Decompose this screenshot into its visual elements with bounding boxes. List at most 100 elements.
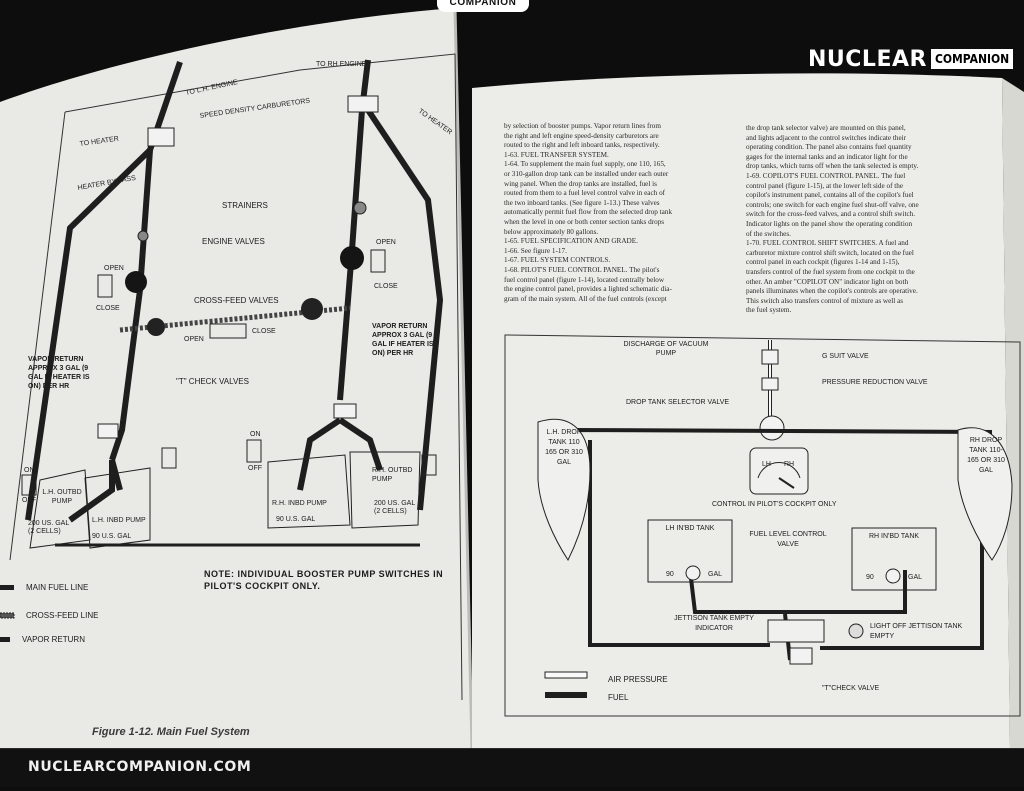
rh-drop-tank xyxy=(957,427,1013,561)
drop-tank-selector-valve xyxy=(759,415,785,441)
label-lh-90gal: 90 U.S. GAL xyxy=(92,533,131,540)
label-pressure-reduction: PRESSURE REDUCTION VALVE xyxy=(822,379,928,386)
text-line: when the level in one or both center sec… xyxy=(504,217,665,226)
lh-engine-switch xyxy=(97,274,113,298)
rh-engine-switch xyxy=(370,249,386,273)
gauge-arc xyxy=(757,462,801,479)
lh-strainer xyxy=(137,230,149,242)
rh-drop-label-box: RH DROP TANK 110- 165 OR 310 GAL xyxy=(967,437,1005,474)
t-check-valve-right xyxy=(789,647,813,665)
label-rh-close: CLOSE xyxy=(374,283,398,290)
lh-inbd-tank xyxy=(84,467,151,549)
top-watermark-tab: COMPANION xyxy=(437,0,529,12)
text-line: 1-63. FUEL TRANSFER SYSTEM. xyxy=(504,150,609,159)
label-control-cockpit: CONTROL IN PILOT'S COCKPIT ONLY xyxy=(712,501,837,508)
text-line: 1-64. To supplement the main fuel supply… xyxy=(504,160,666,169)
jettison-indicator xyxy=(767,619,825,643)
label-fuel-level-valve: FUEL LEVEL CONTROL VALVE xyxy=(749,531,827,548)
label-rh-open: OPEN xyxy=(376,239,396,246)
jettison-label-box: JETTISON TANK EMPTY INDICATOR xyxy=(674,615,754,632)
legend-swatch-fuel xyxy=(545,692,587,698)
gauge-rh-label: RH xyxy=(784,461,794,468)
main-fuel-lines xyxy=(25,59,444,523)
text-line: transfers control of the fuel system fro… xyxy=(746,267,915,276)
label-rh-inbd-pump: R.H. INBD PUMP xyxy=(272,500,327,507)
label-lh-inbd-tank: LH IN'BD TANK xyxy=(665,525,715,532)
text-line: drop tanks, which turns off when the tan… xyxy=(746,162,919,171)
lh-engine-valve xyxy=(125,271,147,293)
text-line: by selection of booster pumps. Vapor ret… xyxy=(504,122,661,130)
right-page xyxy=(472,73,1010,748)
rh-inbd-label-box: RH IN'BD TANK xyxy=(869,533,919,540)
label-discharge: DISCHARGE OF VACUUM PUMP xyxy=(623,341,709,357)
text-line: the fuel system. xyxy=(746,306,792,315)
lh-drop-tank xyxy=(537,418,591,562)
lh-inbd-switch xyxy=(161,447,177,469)
label-vapor-return-right: VAPOR RETURN APPROX 3 GAL (9 GAL IF HEAT… xyxy=(372,323,434,357)
label-rh-90: 90 xyxy=(866,574,874,581)
text-line: routed from them to a fuel level control… xyxy=(504,189,666,198)
text-line: the right and left engine speed-density … xyxy=(504,131,659,140)
lh-drop-label-box: L.H. DROP TANK 110 165 OR 310 GAL xyxy=(545,429,583,466)
text-line: This switch also transfers control of mi… xyxy=(746,296,904,305)
text-line: routed to the right and left inboard tan… xyxy=(504,141,660,150)
text-line: automatically permit fuel flow from the … xyxy=(504,208,673,217)
text-line: 1-66. See figure 1-17. xyxy=(504,246,567,255)
brand-logo: NUCLEAR COMPANION xyxy=(808,44,1014,74)
text-line: 1-67. FUEL SYSTEM CONTROLS. xyxy=(504,256,611,265)
label-lh-200gal: 200 US. GAL (2 CELLS) xyxy=(28,520,69,535)
text-line: and lights adjacent to the control switc… xyxy=(746,133,907,142)
lh-outbd-switch xyxy=(21,474,37,496)
text-line: carburetor mixture control shift switch,… xyxy=(746,248,914,257)
label-crossfeed-open: OPEN xyxy=(184,336,204,343)
rh-inbd-tank-right xyxy=(851,527,937,591)
fuel-gauge xyxy=(749,447,809,495)
label-crossfeed-close: CLOSE xyxy=(252,328,276,335)
legend-swatch-vapor xyxy=(0,637,10,642)
text-line: of the switches. xyxy=(746,229,791,238)
label-lh-off: OFF xyxy=(22,497,36,504)
text-line: switch for the cross-feed valves, and a … xyxy=(746,210,916,219)
legend-label-fuel: FUEL xyxy=(608,693,629,702)
label-strainers: STRAINERS xyxy=(222,201,268,210)
page-edges xyxy=(1002,78,1024,748)
text-line: 1-68. PILOT'S FUEL CONTROL PANEL. The pi… xyxy=(504,265,660,274)
discharge-box: DISCHARGE OF VACUUM PUMP xyxy=(623,341,709,357)
label-note: NOTE: INDIVIDUAL BOOSTER PUMP SWITCHES I… xyxy=(204,569,444,591)
text-line: controls; one switch for each engine fue… xyxy=(746,200,919,209)
text-line: other. An amber "COPILOT ON" indicator l… xyxy=(746,277,909,286)
label-to-rh-engine: TO RH ENGINE xyxy=(316,61,367,68)
rh-t-check-valve xyxy=(333,403,357,419)
light-off-indicator xyxy=(848,623,864,639)
crossfeed-valve-right xyxy=(301,298,323,320)
label-t-check-valve: "T"CHECK VALVE xyxy=(822,685,880,692)
text-line: below approximately 80 gallons. xyxy=(504,227,599,236)
legend-swatch-crossfeed xyxy=(0,612,15,619)
label-lh-drop-tank: L.H. DROP TANK 110 165 OR 310 GAL xyxy=(545,429,583,466)
right-text-col2-box: the drop tank selector valve) are mounte… xyxy=(746,124,919,315)
lh-fuel-level-valve xyxy=(685,565,701,581)
label-vapor-right-box: VAPOR RETURN APPROX 3 GAL (9 GAL IF HEAT… xyxy=(372,323,434,357)
text-line: operating condition. The panel also cont… xyxy=(746,143,912,152)
label-rh-off: OFF xyxy=(248,465,262,472)
text-line: or 310-gallon drop tank can be installed… xyxy=(504,169,669,178)
gauge-lh-label: LH xyxy=(762,461,771,468)
lh-outbd-label-box: L.H. OUTBD PUMP xyxy=(42,489,81,505)
right-diagram-labels: DISCHARGE OF VACUUM PUMP G SUIT VALVE PR… xyxy=(545,341,1005,692)
text-line: control panel (figure 1-15), at the lowe… xyxy=(746,181,904,190)
gauge-needle xyxy=(778,477,795,489)
fuel-level-label-box: FUEL LEVEL CONTROL VALVE xyxy=(749,531,827,548)
rh-carburetor xyxy=(347,95,379,113)
pressure-reduction-valve xyxy=(761,377,779,391)
label-engine-valves: ENGINE VALVES xyxy=(202,237,265,246)
legend-label-main-fuel: MAIN FUEL LINE xyxy=(26,583,88,592)
text-line: copilot's instrument panel, contains all… xyxy=(746,191,914,200)
left-legend: MAIN FUEL LINE CROSS-FEED LINE VAPOR RET… xyxy=(0,583,98,644)
crossfeed-switch xyxy=(209,323,247,339)
label-lh-inbd-pump: L.H. INBD PUMP xyxy=(92,517,146,524)
legend-swatch-main-fuel xyxy=(0,585,14,590)
label-crossfeed-valves: CROSS-FEED VALVES xyxy=(194,296,279,305)
label-rh-gal: GAL xyxy=(908,574,922,581)
label-rh-outbd-pump: R.H. OUTBD PUMP xyxy=(372,467,413,483)
